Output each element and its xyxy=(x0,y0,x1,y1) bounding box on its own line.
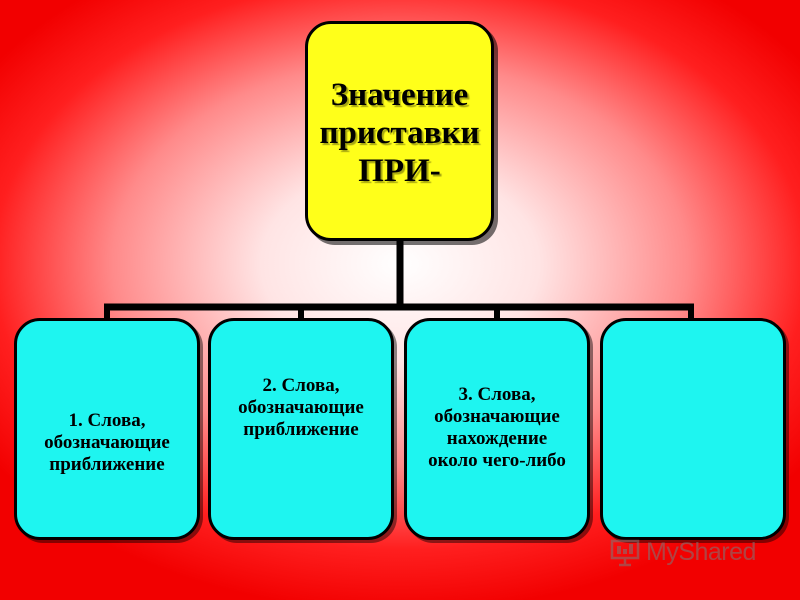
presentation-board-icon xyxy=(610,539,640,566)
watermark: MyShared xyxy=(610,538,756,567)
child-label-2: 2. Слова, обозначающие приближение xyxy=(238,375,364,440)
child-node-1: 1. Слова, обозначающие приближение xyxy=(14,318,200,540)
child-label-3: 3. Слова, обозначающие нахождение около … xyxy=(428,384,566,471)
watermark-text: MyShared xyxy=(646,538,756,566)
root-title: Значение приставки ПРИ- xyxy=(319,77,480,189)
child-node-4 xyxy=(600,318,786,540)
child-node-2: 2. Слова, обозначающие приближение xyxy=(208,318,394,540)
root-node: Значение приставки ПРИ- xyxy=(305,21,494,241)
child-node-3: 3. Слова, обозначающие нахождение около … xyxy=(404,318,590,540)
child-label-1: 1. Слова, обозначающие приближение xyxy=(44,410,170,475)
